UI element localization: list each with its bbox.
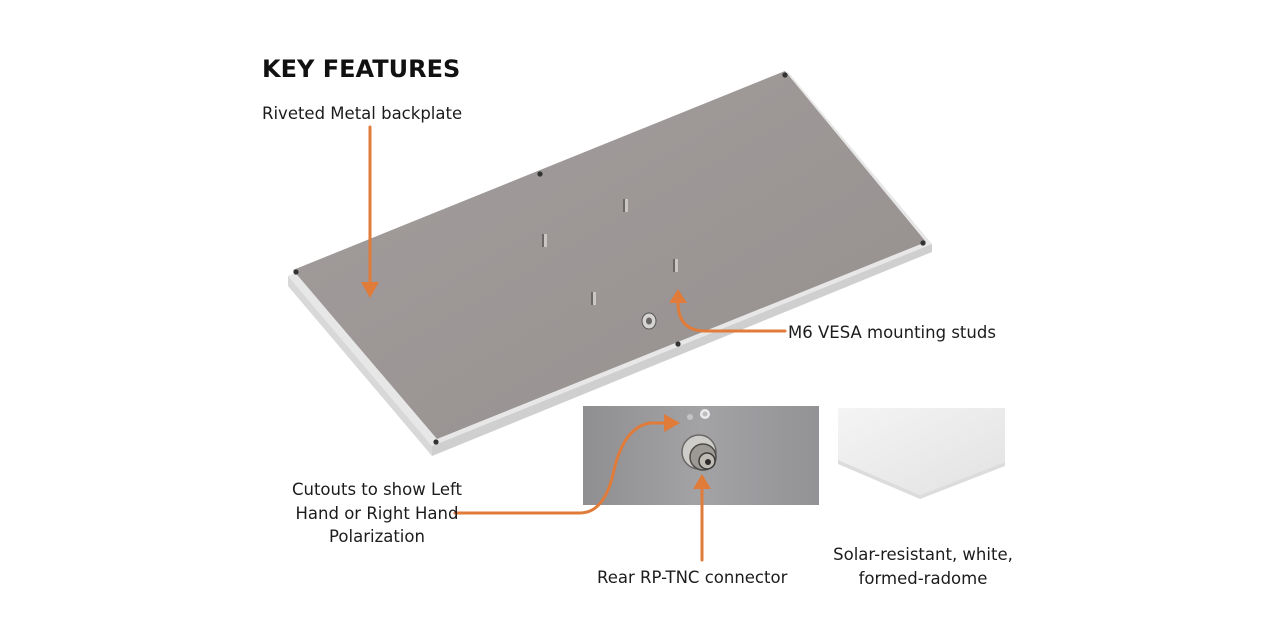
arrow-icon xyxy=(361,282,711,489)
callout-mounting-studs: M6 VESA mounting studs xyxy=(788,323,996,342)
callout-backplate: Riveted Metal backplate xyxy=(262,104,463,123)
callout-line: Cutouts to show Left xyxy=(291,480,463,499)
callout-line: Solar-resistant, white, xyxy=(833,545,1013,564)
callout-line: Polarization xyxy=(329,527,425,546)
callout-radome: Solar-resistant, white, formed-radome xyxy=(808,543,1038,590)
backplate-panel xyxy=(288,71,932,456)
rivet-icon xyxy=(293,72,926,445)
callout-connector: Rear RP-TNC connector xyxy=(597,568,788,587)
stud-icon xyxy=(542,199,678,305)
callout-line: formed-radome xyxy=(858,568,988,588)
callout-polarization-cutouts: Cutouts to show Left Hand or Right Hand … xyxy=(262,478,492,549)
page-title: KEY FEATURES xyxy=(262,55,461,83)
connector-icon xyxy=(641,312,657,330)
radome-closeup xyxy=(838,408,1005,499)
callout-lines xyxy=(368,125,787,562)
callout-line: Hand or Right Hand xyxy=(295,503,459,523)
